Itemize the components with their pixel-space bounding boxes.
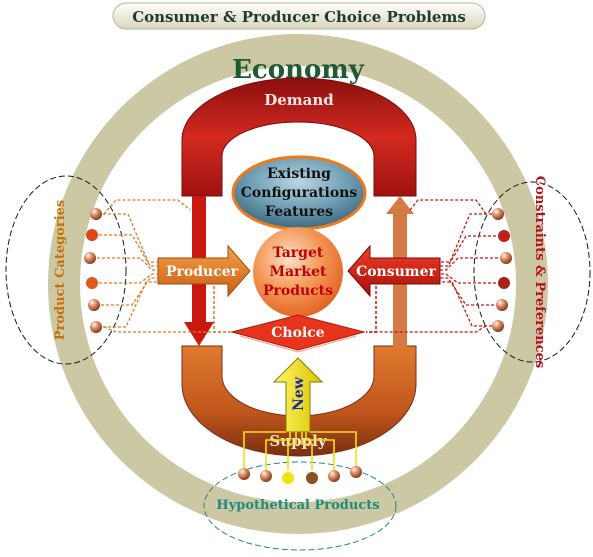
constraints-preferences-group: Constraints & Preferences: [366, 176, 591, 368]
new-label: New: [291, 376, 307, 411]
hypothetical-dots: [238, 466, 362, 484]
existing-line-1: Existing: [267, 166, 331, 182]
constraint-dots: [492, 208, 512, 332]
target-line-3: Products: [263, 283, 333, 299]
constraints-preferences-label: Constraints & Preferences: [532, 176, 547, 368]
target-market-node: Target Market Products: [253, 227, 343, 317]
product-categories-group: Product Categories: [5, 175, 232, 365]
title-banner: Consumer & Producer Choice Problems: [112, 2, 486, 30]
demand-arc: Demand: [181, 77, 417, 197]
product-categories-label: Product Categories: [53, 200, 68, 340]
producer-arrow: Producer: [157, 244, 251, 298]
target-line-1: Target: [273, 245, 324, 261]
hypothetical-products-label: Hypothetical Products: [216, 498, 379, 513]
existing-line-3: Features: [265, 204, 333, 220]
existing-line-2: Configurations: [241, 185, 358, 201]
supply-arc: Supply: [181, 345, 417, 457]
producer-label: Producer: [166, 264, 239, 280]
product-category-dots: [84, 208, 102, 333]
choice-label: Choice: [271, 325, 325, 341]
target-line-2: Market: [269, 264, 327, 280]
consumer-arrow: Consumer: [347, 244, 441, 298]
hypothetical-products-group: Hypothetical Products: [203, 431, 397, 551]
title-text: Consumer & Producer Choice Problems: [132, 8, 466, 26]
consumer-label: Consumer: [356, 264, 436, 280]
product-category-connectors: [92, 199, 232, 333]
new-arrow: New: [272, 357, 324, 433]
constraint-connectors: [366, 199, 498, 333]
demand-label: Demand: [264, 91, 334, 109]
choice-node: Choice: [230, 314, 366, 353]
supply-label: Supply: [269, 432, 327, 450]
hypothetical-connectors: [243, 431, 357, 470]
existing-configurations-node: Existing Configurations Features: [231, 155, 367, 231]
